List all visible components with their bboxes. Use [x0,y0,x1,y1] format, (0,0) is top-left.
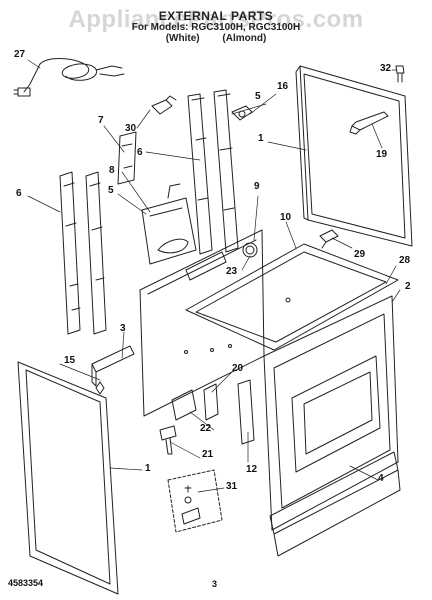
callout-6-left: 6 [16,188,22,199]
callout-8: 8 [109,165,115,176]
left-side-rails [59,171,107,335]
callout-27: 27 [14,49,26,60]
hinge-parts [349,65,405,135]
leader-lines [27,59,401,493]
callout-4: 4 [378,473,384,484]
document-code: 4583354 [8,578,44,588]
kick-plate-part [269,451,401,557]
control-panel [139,229,265,417]
callout-23: 23 [226,266,238,277]
burner-box-part [141,183,197,265]
color-line: (White) (Almond) [0,34,432,44]
front-sill-parts [91,345,255,445]
upper-side-rails [117,89,253,255]
callout-6-center: 6 [137,147,143,158]
callout-16: 16 [277,81,289,92]
callout-12: 12 [246,464,258,475]
color-white: (White) [165,33,200,44]
callout-15: 15 [64,355,76,366]
callout-20: 20 [232,363,244,374]
rear-panel [295,65,413,247]
callout-3: 3 [120,323,126,334]
callout-29: 29 [354,249,366,260]
callout-21: 21 [202,449,214,460]
diagram-title: EXTERNAL PARTS [158,9,274,23]
power-cord-part [13,58,125,97]
callout-5-upper: 5 [255,91,261,102]
callout-28: 28 [399,255,411,266]
anti-tip-bracket [167,469,223,533]
page-number: 3 [212,579,218,589]
callout-30: 30 [125,123,137,134]
leveling-leg [159,425,177,455]
callout-9: 9 [254,181,260,192]
model-line: For Models: RGC3100H, RGC3100H [131,22,301,33]
cooktop-part [185,229,399,351]
callout-5-lower: 5 [108,185,114,196]
callout-1-upper: 1 [258,133,264,144]
callout-22: 22 [200,423,212,434]
callout-1-lower: 1 [145,463,151,474]
callout-10: 10 [280,212,292,223]
callout-2: 2 [405,281,411,292]
callout-31: 31 [226,481,238,492]
oven-front-frame [263,295,399,531]
oven-door-part [17,361,119,595]
callout-19: 19 [376,149,388,160]
callout-32: 32 [380,63,392,74]
color-almond: (Almond) [222,33,267,44]
callout-7: 7 [98,115,104,126]
